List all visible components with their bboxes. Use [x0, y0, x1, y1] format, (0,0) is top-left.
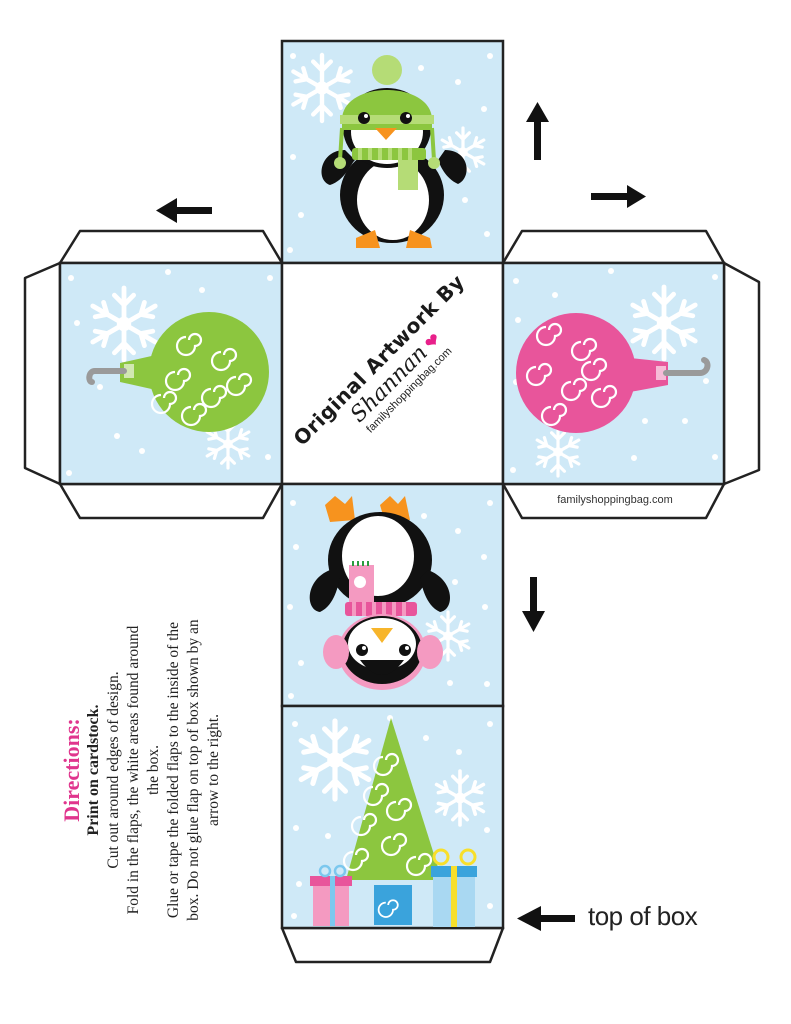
flap-url-text: familyshoppingbag.com — [557, 494, 673, 506]
arrow-left-top-of-box-icon — [517, 906, 575, 931]
directions-line: the box. — [145, 745, 162, 795]
flap-right-side — [722, 261, 761, 486]
pink-ornament-illustration — [516, 287, 711, 478]
green-ornament-illustration — [86, 288, 269, 470]
arrow-right-icon — [591, 185, 646, 208]
flap-left-side — [23, 261, 62, 486]
directions-line: arrow to the right. — [205, 714, 222, 826]
panel-center — [280, 261, 505, 486]
penguin-pink-earmuffs-illustration — [309, 496, 471, 690]
penguin-green-hat-illustration — [293, 55, 486, 248]
arrow-up-icon — [526, 102, 549, 160]
directions-line: Glue or tape the folded flaps to the ins… — [165, 621, 182, 919]
arrows — [156, 102, 646, 931]
arrow-down-icon — [522, 577, 545, 632]
top-of-box-label: top of box — [588, 901, 698, 931]
christmas-tree-illustration — [301, 718, 486, 927]
credit-title: Original Artwork By — [288, 269, 470, 451]
directions-line: Fold in the flaps, the white areas found… — [125, 625, 142, 915]
artwork-credit: Original Artwork By Shannan ❤ familyshop… — [282, 263, 503, 484]
directions-subtitle: Print on cardstock. — [85, 704, 102, 836]
flap-right-top — [501, 229, 726, 265]
snow-dots — [66, 53, 718, 919]
flap-base-bottom — [280, 926, 505, 964]
directions-line: box. Do not glue flap on top of box show… — [185, 619, 202, 921]
flap-left-bottom — [58, 482, 284, 520]
directions-line: Cut out around edges of design. — [105, 671, 122, 869]
arrow-left-icon — [156, 198, 212, 223]
flap-left-top — [58, 229, 284, 265]
credit-block: Original Artwork By Shannan ❤ familyshop… — [279, 260, 506, 487]
directions-block: Directions: Print on cardstock. Cut out … — [59, 560, 270, 980]
directions-title: Directions: — [59, 718, 84, 822]
